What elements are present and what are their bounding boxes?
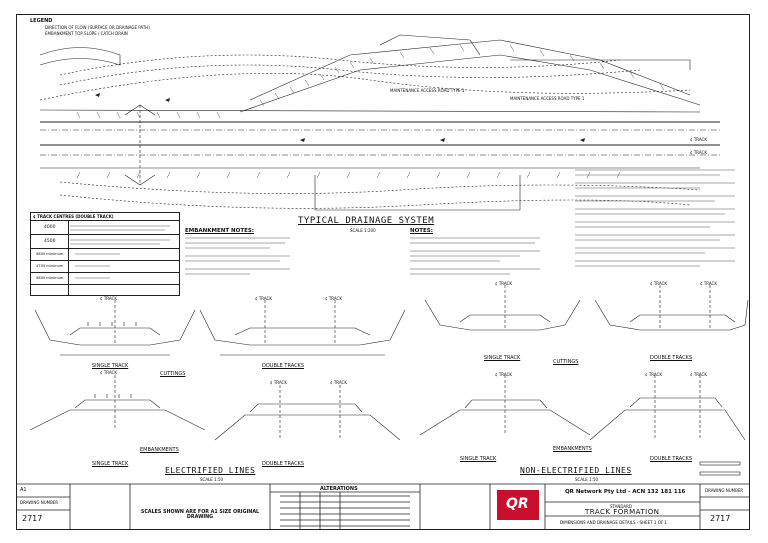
non-electrified-title: NON-ELECTRIFIED LINES <box>520 466 632 475</box>
track-label: ¢ TRACK <box>270 380 287 385</box>
standard-label: STANDARD <box>610 504 633 509</box>
table-header: ¢ TRACK CENTRES (DOUBLE TRACK) <box>33 214 114 219</box>
company-name: QR Network Pty Ltd - ACN 132 181 116 <box>565 489 686 495</box>
electrified-title: ELECTRIFIED LINES <box>165 466 256 475</box>
track-label: ¢ TRACK <box>100 370 117 375</box>
sheet-size: A1 <box>20 487 27 493</box>
drawing-subtitle: DIMENSIONS AND DRAINAGE DETAILS - SHEET … <box>560 520 667 525</box>
drawing-sheet <box>16 14 750 530</box>
scale-note: SCALE 1:50 <box>575 477 599 482</box>
track-label: ¢ TRACK <box>700 281 717 286</box>
table-row-label: 4000 <box>44 225 56 230</box>
notes-title: NOTES: <box>410 228 433 234</box>
drawing-number-label: DRAWING NUMBER <box>20 500 59 505</box>
embankments-label: EMBANKMENTS <box>553 446 592 452</box>
drawing-title: TRACK FORMATION <box>585 508 660 516</box>
scales-note: SCALES SHOWN ARE FOR A1 SIZE ORIGINAL DR… <box>140 510 260 520</box>
cuttings-label: CUTTINGS <box>160 371 186 377</box>
legend-item: EMBANKMENT TOP SLOPE / CATCH DRAIN <box>45 31 128 36</box>
legend-title: LEGEND <box>30 18 53 24</box>
plan-title: TYPICAL DRAINAGE SYSTEM <box>298 216 435 226</box>
drawing-number: 2717 <box>22 514 43 523</box>
track-label: ¢ TRACK <box>495 281 512 286</box>
single-track-label: SINGLE TRACK <box>92 461 129 467</box>
track-label: ¢ TRACK <box>690 137 707 142</box>
track-label: ¢ TRACK <box>645 372 662 377</box>
track-label: ¢ TRACK <box>690 372 707 377</box>
track-label: ¢ TRACK <box>100 296 117 301</box>
track-label: ¢ TRACK <box>255 296 272 301</box>
embankments-label: EMBANKMENTS <box>140 447 179 453</box>
single-track-label: SINGLE TRACK <box>92 363 129 369</box>
track-label: ¢ TRACK <box>330 380 347 385</box>
track-label: ¢ TRACK <box>495 372 512 377</box>
single-track-label: SINGLE TRACK <box>460 456 497 462</box>
single-track-label: SINGLE TRACK <box>484 355 521 361</box>
table-row-label: 4800 minimum <box>36 252 64 256</box>
track-label: ¢ TRACK <box>650 281 667 286</box>
track-label: ¢ TRACK <box>690 150 707 155</box>
embankment-notes-title: EMBANKMENT NOTES: <box>185 228 254 234</box>
cuttings-label: CUTTINGS <box>553 359 579 365</box>
plan-scale: SCALE 1:200 <box>350 228 376 233</box>
table-row-label: 4500 <box>44 239 56 244</box>
alterations-header: ALTERATIONS <box>320 486 358 492</box>
qr-logo-text: QR <box>506 496 529 512</box>
table-row-label: 4700 minimum <box>36 264 64 268</box>
drawing-number-right: 2717 <box>710 514 731 523</box>
double-tracks-label: DOUBLE TRACKS <box>650 355 693 361</box>
qr-logo: QR <box>497 490 539 520</box>
double-tracks-label: DOUBLE TRACKS <box>262 461 305 467</box>
double-tracks-label: DOUBLE TRACKS <box>650 456 693 462</box>
drawing-number-label: DRAWING NUMBER <box>705 488 744 493</box>
track-centres-table <box>30 212 180 296</box>
access-road-label: MAINTENANCE ACCESS ROAD TYPE 1 <box>510 96 585 101</box>
double-tracks-label: DOUBLE TRACKS <box>262 363 305 369</box>
track-label: ¢ TRACK <box>325 296 342 301</box>
access-road-label: MAINTENANCE ACCESS ROAD TYPE 1 <box>390 88 465 93</box>
table-row-label: 4800 minimum <box>36 276 64 280</box>
scale-note: SCALE 1:50 <box>200 477 224 482</box>
legend-item: DIRECTION OF FLOW (SURFACE OR DRAINAGE P… <box>45 25 150 30</box>
